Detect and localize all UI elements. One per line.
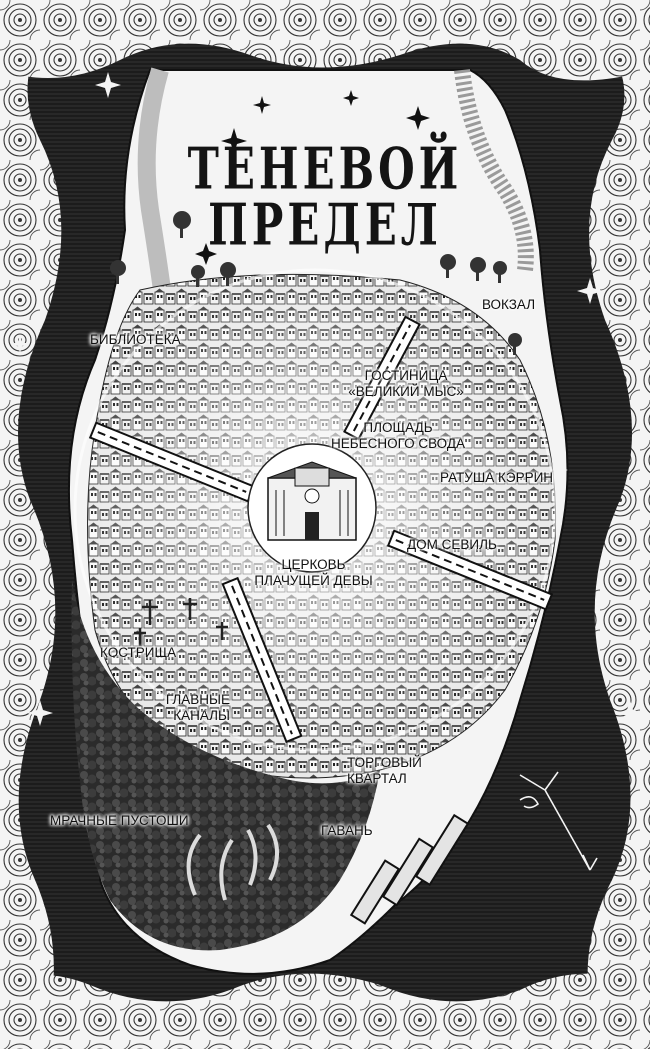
label-church: ЦЕРКОВЬ ПЛАЧУЩЕЙ ДЕВЫ xyxy=(236,557,391,589)
map-title-line2: ПРЕДЕЛ xyxy=(208,192,442,259)
border-star-icons xyxy=(11,72,643,726)
left-stream xyxy=(137,67,171,292)
label-market: ТОРГОВЫЙ КВАРТАЛ xyxy=(347,755,422,787)
label-sevil-house: ДОМ СЕВИЛЬ xyxy=(407,537,497,552)
wastes-ruins xyxy=(186,823,279,901)
label-hotel: ГОСТИНИЦА «ВЕЛИКИЙ МЫС» xyxy=(336,368,476,400)
right-cloud-border xyxy=(587,0,650,1049)
label-church-line2: ПЛАЧУЩЕЙ ДЕВЫ xyxy=(254,573,373,588)
cathedral-icon xyxy=(247,443,377,573)
main-canals xyxy=(88,315,554,744)
label-kostrishcha: КОСТРИЩА xyxy=(100,645,177,660)
label-station: ВОКЗАЛ xyxy=(482,297,536,312)
dark-wastes-forest xyxy=(71,580,381,951)
label-harbor: ГАВАНЬ xyxy=(321,823,373,838)
label-library: БИБЛИОТЕКА xyxy=(90,332,181,347)
label-church-line1: ЦЕРКОВЬ xyxy=(281,557,346,572)
map-title-line1: ТЕНЕВОЙ xyxy=(187,136,463,203)
label-hotel-line1: ГОСТИНИЦА xyxy=(364,368,448,383)
harbor-piers xyxy=(349,813,470,925)
label-wastes: МРАЧНЫЕ ПУСТОШИ xyxy=(50,813,189,828)
right-railway xyxy=(454,69,534,271)
graveyard-crosses xyxy=(134,598,228,646)
tree-icons xyxy=(110,211,522,355)
sparkle-star-icon xyxy=(195,90,430,265)
label-square-line1: ПЛОЩАДЬ xyxy=(363,420,433,435)
compass-arrow-icon xyxy=(519,771,598,871)
top-cloud-border xyxy=(0,0,650,81)
label-market-line1: ТОРГОВЫЙ xyxy=(347,755,422,770)
label-town-hall: РАТУША КЭРРИН xyxy=(440,470,554,485)
left-cloud-border xyxy=(0,0,62,1049)
label-market-line2: КВАРТАЛ xyxy=(347,771,407,786)
glow-ring xyxy=(73,268,557,752)
label-canals: ГЛАВНЫЕ КАНАЛЫ xyxy=(140,692,230,724)
label-canals-line1: ГЛАВНЫЕ xyxy=(165,692,230,707)
bottom-cloud-border xyxy=(0,973,650,1049)
label-hotel-line2: «ВЕЛИКИЙ МЫС» xyxy=(348,384,464,399)
label-square: ПЛОЩАДЬ НЕБЕСНОГО СВОДА xyxy=(318,420,478,452)
label-canals-line2: КАНАЛЫ xyxy=(173,708,230,723)
label-square-line2: НЕБЕСНОГО СВОДА xyxy=(330,436,466,451)
